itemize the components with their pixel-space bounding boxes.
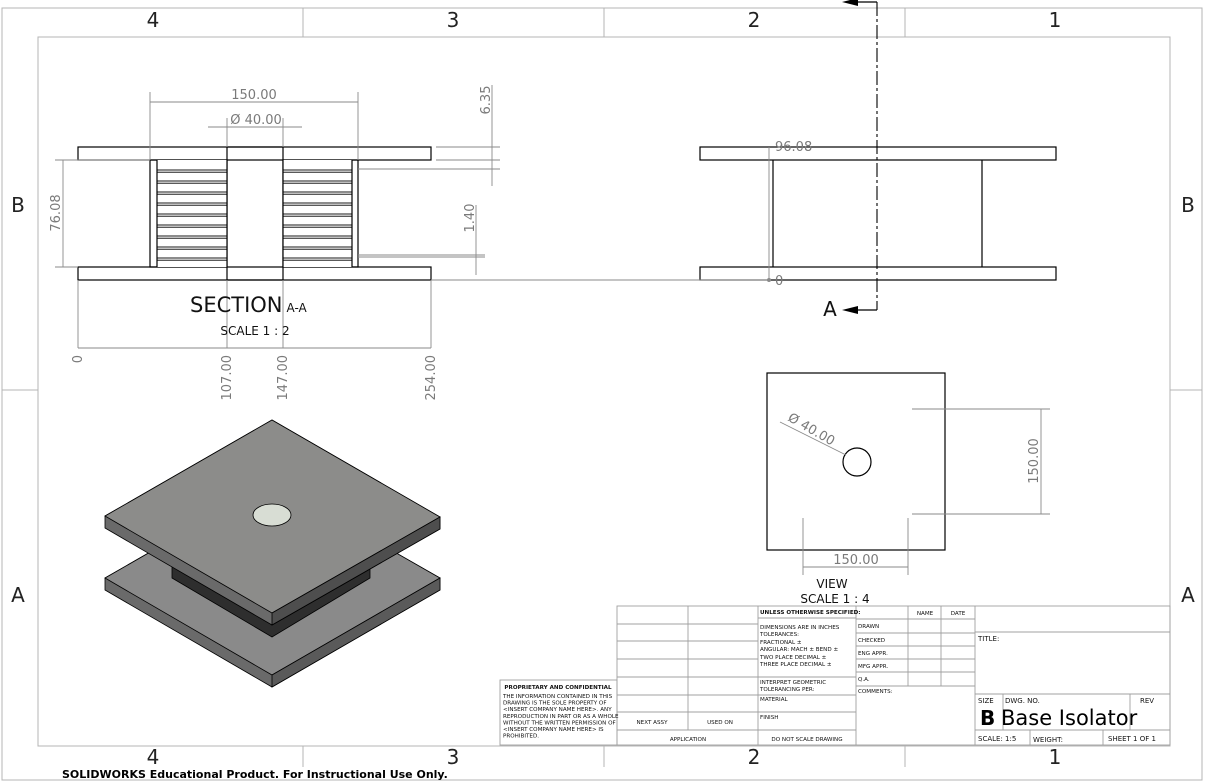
tolerance-line: DIMENSIONS ARE IN INCHES [760,625,840,631]
shim-layer [282,224,353,228]
shim-layer [156,235,228,239]
zone-col: 1 [1049,8,1062,32]
section-view[interactable]: 150.00 Ø 40.00 76.08 6.35 1.40 0 107.00 … [49,85,500,401]
zone-row: B [11,193,25,217]
zone-col: 3 [447,745,460,769]
material-label: MATERIAL [760,697,789,703]
shim-layer [156,246,228,250]
shim-layer [156,191,228,195]
zone-labels: 4 3 2 1 4 3 2 1 B B A A [11,8,1195,769]
title-block: UNLESS OTHERWISE SPECIFIED: DIMENSIONS A… [499,605,1171,746]
zone-row: B [1181,193,1195,217]
proprietary-line: DRAWING IS THE SOLE PROPERTY OF [503,701,607,707]
proprietary-line: <INSERT COMPANY NAME HERE> IS [503,727,604,733]
top-view[interactable]: Ø 40.00 150.00 150.00 VIEW SCALE 1 : 4 [766,372,1050,606]
section-line-label: A [823,297,837,321]
dim-plate-thickness: 6.35 [479,86,494,115]
scale-value: SCALE: 1:5 [978,735,1016,743]
ordinate: 96.08 [775,140,812,155]
role-label: MFG APPR. [858,664,888,670]
dim-layer-thickness: 1.40 [463,204,478,233]
shim-layer [282,213,353,217]
application-label: APPLICATION [670,737,706,743]
comments-label: COMMENTS: [858,689,893,695]
interpret-line: INTERPRET GEOMETRIC [760,680,826,686]
shim-layer [282,257,353,261]
watermark: SOLIDWORKS Educational Product. For Inst… [62,768,448,781]
role-label: CHECKED [858,638,885,644]
proprietary-line: REPRODUCTION IN PART OR AS A WHOLE [503,714,619,720]
shim-layer [156,202,228,206]
zone-col: 4 [147,8,160,32]
sheet-border [1,7,1203,781]
weight-label: WEIGHT: [1033,736,1063,744]
sheet-number: SHEET 1 OF 1 [1108,735,1156,743]
drawing-number: Base Isolator [1001,706,1138,730]
zone-col: 2 [748,8,761,32]
used-on-label: USED ON [707,720,733,726]
dim-height: 76.08 [49,194,64,231]
ordinate: 0 [775,274,783,289]
ordinate: 0 [71,355,86,363]
tolerance-line: TOLERANCES: [759,632,799,638]
shim-layer [282,169,353,173]
shim-layer [156,169,228,173]
role-label: DRAWN [858,624,879,630]
zone-col: 4 [147,745,160,769]
shim-layer [156,224,228,228]
ordinate: 147.00 [276,355,291,401]
dwg-no-label: DWG. NO. [1005,697,1040,705]
tolerance-line: TWO PLACE DECIMAL ± [759,655,827,661]
title-label: TITLE: [977,635,999,643]
side-view[interactable]: A 96.08 0 [431,0,1057,321]
proprietary-line: WITHOUT THE WRITTEN PERMISSION OF [503,720,616,726]
next-assy-label: NEXT ASSY [637,720,669,726]
proprietary-line: <INSERT COMPANY NAME HERE>. ANY [503,707,612,713]
ordinate: 107.00 [220,355,235,401]
name-header: NAME [917,611,934,617]
proprietary-line: PROHIBITED. [503,734,539,740]
date-header: DATE [951,611,966,617]
dim-height: 150.00 [1027,438,1042,484]
tolerance-line: THREE PLACE DECIMAL ± [759,662,832,668]
zone-col: 3 [447,8,460,32]
dim-diameter: Ø 40.00 [230,113,282,128]
shim-layer [282,235,353,239]
shim-layer [282,202,353,206]
dim-diameter: Ø 40.00 [785,410,837,449]
view-title: VIEW [816,577,847,591]
zone-col: 2 [748,745,761,769]
proprietary-line: THE INFORMATION CONTAINED IN THIS [502,694,613,700]
shim-layer [156,213,228,217]
isometric-view[interactable] [104,419,441,688]
shim-layer [156,180,228,184]
zone-row: A [11,583,25,607]
shim-layer [282,246,353,250]
finish-label: FINISH [760,715,778,721]
view-scale: SCALE 1 : 4 [800,592,869,606]
role-label: ENG APPR. [858,651,888,657]
dim-width: 150.00 [231,88,277,103]
sheet-size: B [980,706,995,730]
role-label: Q.A. [858,677,870,683]
zone-col: 1 [1049,745,1062,769]
rev-label: REV [1140,697,1154,705]
tolerance-line: FRACTIONAL ± [760,640,802,646]
tolerance-line: ANGULAR: MACH ± BEND ± [760,647,838,653]
size-label: SIZE [978,697,994,705]
ordinate: 254.00 [424,355,439,401]
shim-layer [282,180,353,184]
unless-specified: UNLESS OTHERWISE SPECIFIED: [760,610,861,616]
shim-layer [282,191,353,195]
interpret-line: TOLERANCING PER: [759,687,815,693]
shim-layer [156,257,228,261]
proprietary-title: PROPRIETARY AND CONFIDENTIAL [504,685,612,691]
zone-row: A [1181,583,1195,607]
do-not-scale-label: DO NOT SCALE DRAWING [771,737,842,743]
dim-width: 150.00 [833,553,879,568]
section-scale: SCALE 1 : 2 [220,324,289,338]
